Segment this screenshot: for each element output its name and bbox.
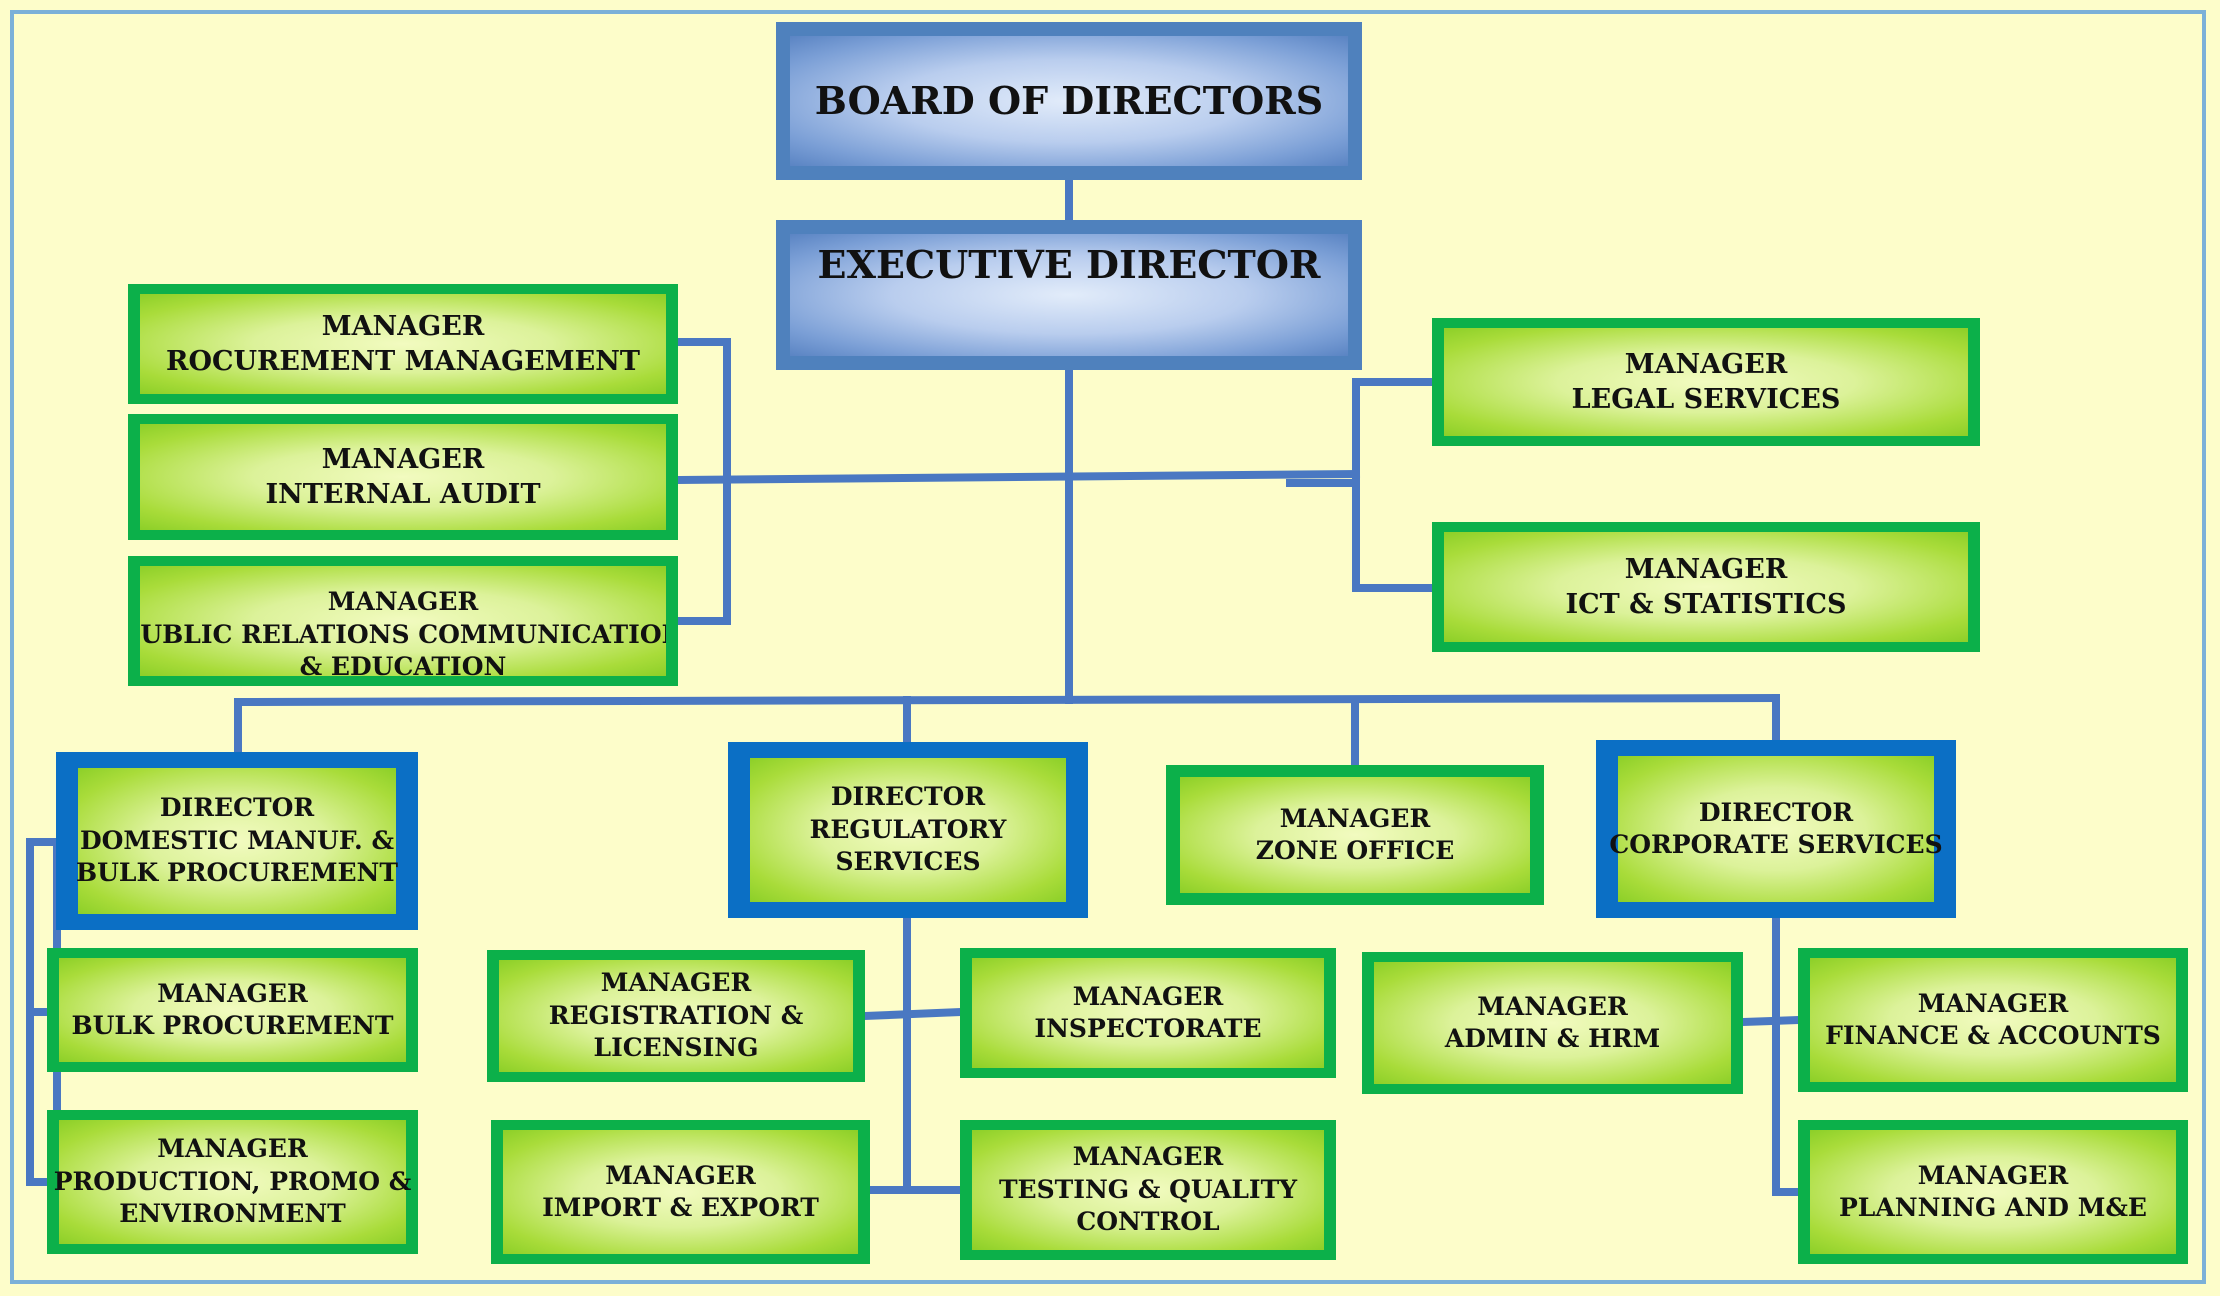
box-dept: REGISTRATION & xyxy=(548,1000,804,1030)
manager-inspectorate-box: MANAGER INSPECTORATE xyxy=(960,948,1336,1078)
box-role: MANAGER xyxy=(1072,1142,1224,1172)
box-role: MANAGER xyxy=(1072,981,1224,1011)
box-dept: ADMIN & HRM xyxy=(1444,1024,1661,1053)
box-dept: REGULATORY xyxy=(809,814,1007,844)
box-dept: INSPECTORATE xyxy=(1034,1014,1262,1043)
box-role: DIRECTOR xyxy=(830,782,986,812)
box-dept-cont: LICENSING xyxy=(593,1033,759,1063)
box-role: DIRECTOR xyxy=(159,793,315,823)
box-dept-cont: SERVICES xyxy=(835,847,981,877)
box-role: MANAGER xyxy=(1624,348,1788,380)
manager-zone-office-box: MANAGER ZONE OFFICE xyxy=(1166,765,1544,905)
box-role: MANAGER xyxy=(157,1134,308,1164)
director-corporate-box: DIRECTOR CORPORATE SERVICES xyxy=(1596,740,1956,918)
box-role: MANAGER xyxy=(1917,1160,2069,1190)
box-dept: FINANCE & ACCOUNTS xyxy=(1825,1021,2161,1050)
box-role: MANAGER xyxy=(327,587,479,616)
box-dept: DOMESTIC MANUF. & xyxy=(79,825,395,855)
box-dept: PUBLIC RELATIONS COMMUNICATION xyxy=(140,619,666,649)
box-dept: TESTING & QUALITY xyxy=(998,1174,1298,1204)
box-dept: ZONE OFFICE xyxy=(1255,836,1455,865)
director-regulatory-box: DIRECTOR REGULATORY SERVICES xyxy=(728,742,1088,918)
manager-procurement-box: MANAGER ROCUREMENT MANAGEMENT xyxy=(128,284,678,404)
manager-registration-box: MANAGER REGISTRATION & LICENSING xyxy=(487,950,865,1082)
manager-public-relations-box: MANAGER PUBLIC RELATIONS COMMUNICATION &… xyxy=(128,556,678,686)
box-role: MANAGER xyxy=(1917,988,2069,1018)
box-dept: PRODUCTION, PROMO & xyxy=(53,1166,412,1196)
box-role: MANAGER xyxy=(321,310,485,342)
box-role: MANAGER xyxy=(600,968,752,998)
manager-testing-box: MANAGER TESTING & QUALITY CONTROL xyxy=(960,1120,1336,1260)
manager-internal-audit-box: MANAGER INTERNAL AUDIT xyxy=(128,414,678,540)
box-dept: LEGAL SERVICES xyxy=(1571,384,1841,415)
manager-ict-statistics-box: MANAGER ICT & STATISTICS xyxy=(1432,522,1980,652)
manager-planning-box: MANAGER PLANNING AND M&E xyxy=(1798,1120,2188,1264)
manager-import-export-box: MANAGER IMPORT & EXPORT xyxy=(491,1120,870,1264)
box-role: MANAGER xyxy=(1624,553,1788,585)
box-dept: ICT & STATISTICS xyxy=(1565,589,1847,620)
box-dept: PLANNING AND M&E xyxy=(1838,1193,2147,1222)
box-dept-cont: CONTROL xyxy=(1076,1207,1220,1237)
box-dept: CORPORATE SERVICES xyxy=(1609,830,1943,859)
manager-admin-hrm-box: MANAGER ADMIN & HRM xyxy=(1362,952,1743,1094)
box-dept: ROCUREMENT MANAGEMENT xyxy=(166,346,640,377)
box-role: MANAGER xyxy=(1279,803,1431,833)
director-domestic-box: DIRECTOR DOMESTIC MANUF. & BULK PROCUREM… xyxy=(56,752,418,930)
box-title: EXECUTIVE DIRECTOR xyxy=(817,242,1321,288)
box-role: MANAGER xyxy=(157,978,308,1008)
box-dept-cont: BULK PROCUREMENT xyxy=(76,858,399,888)
box-role: MANAGER xyxy=(605,1160,756,1190)
box-role: DIRECTOR xyxy=(1698,797,1854,827)
box-dept-cont: ENVIRONMENT xyxy=(119,1199,346,1229)
box-dept: IMPORT & EXPORT xyxy=(542,1193,819,1222)
manager-finance-box: MANAGER FINANCE & ACCOUNTS xyxy=(1798,948,2188,1092)
box-dept: INTERNAL AUDIT xyxy=(265,479,541,510)
box-title: BOARD OF DIRECTORS xyxy=(814,78,1324,124)
box-role: MANAGER xyxy=(321,443,485,475)
box-role: MANAGER xyxy=(1477,991,1628,1021)
manager-legal-services-box: MANAGER LEGAL SERVICES xyxy=(1432,318,1980,446)
manager-production-box: MANAGER PRODUCTION, PROMO & ENVIRONMENT xyxy=(47,1110,418,1254)
box-dept: BULK PROCUREMENT xyxy=(71,1011,394,1040)
manager-bulk-procurement-box: MANAGER BULK PROCUREMENT xyxy=(47,948,418,1072)
board-of-directors-box: BOARD OF DIRECTORS xyxy=(776,22,1362,180)
box-dept-cont: & EDUCATION xyxy=(299,652,507,676)
chart-border xyxy=(10,10,2206,1284)
executive-director-box: EXECUTIVE DIRECTOR xyxy=(776,220,1362,370)
